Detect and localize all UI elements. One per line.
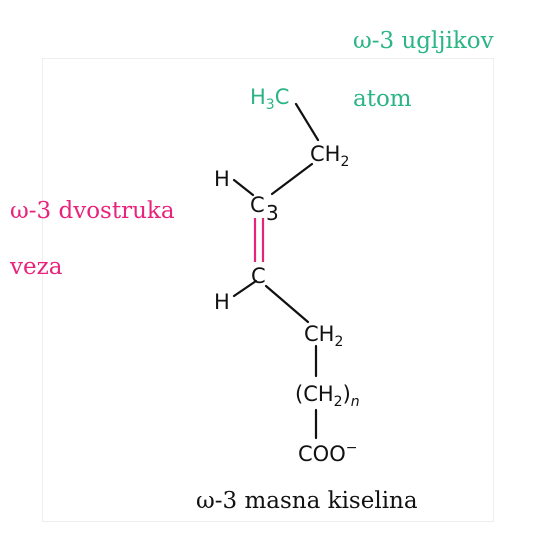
omega-carbon-label-line2: atom xyxy=(353,86,412,112)
bond-c-ch2 xyxy=(264,284,310,324)
double-bond-label-line1: ω-3 dvostruka xyxy=(10,198,175,224)
carboxylate-group: COO− xyxy=(298,440,357,466)
bond-ch2-c3 xyxy=(270,162,314,196)
caption: ω-3 masna kiselina xyxy=(196,488,418,514)
bond-methyl-ch2 xyxy=(294,102,320,142)
hydrogen-upper: H xyxy=(214,167,230,191)
omega-carbon-label-line1: ω-3 ugljikov xyxy=(353,28,494,54)
ch2-mid: CH2 xyxy=(304,322,343,350)
carbon-3: C xyxy=(250,193,265,217)
ch2-top: CH2 xyxy=(310,142,349,170)
carbon-3-number: 3 xyxy=(266,201,279,225)
repeating-chain: (CH2)n xyxy=(295,382,360,410)
methyl-group: H3C xyxy=(250,85,289,113)
bond-h-c3 xyxy=(232,178,255,197)
carbon-lower: C xyxy=(251,264,266,288)
double-bond-label-line2: veza xyxy=(10,254,63,280)
bond-c-h xyxy=(232,279,258,298)
hydrogen-lower: H xyxy=(214,290,230,314)
